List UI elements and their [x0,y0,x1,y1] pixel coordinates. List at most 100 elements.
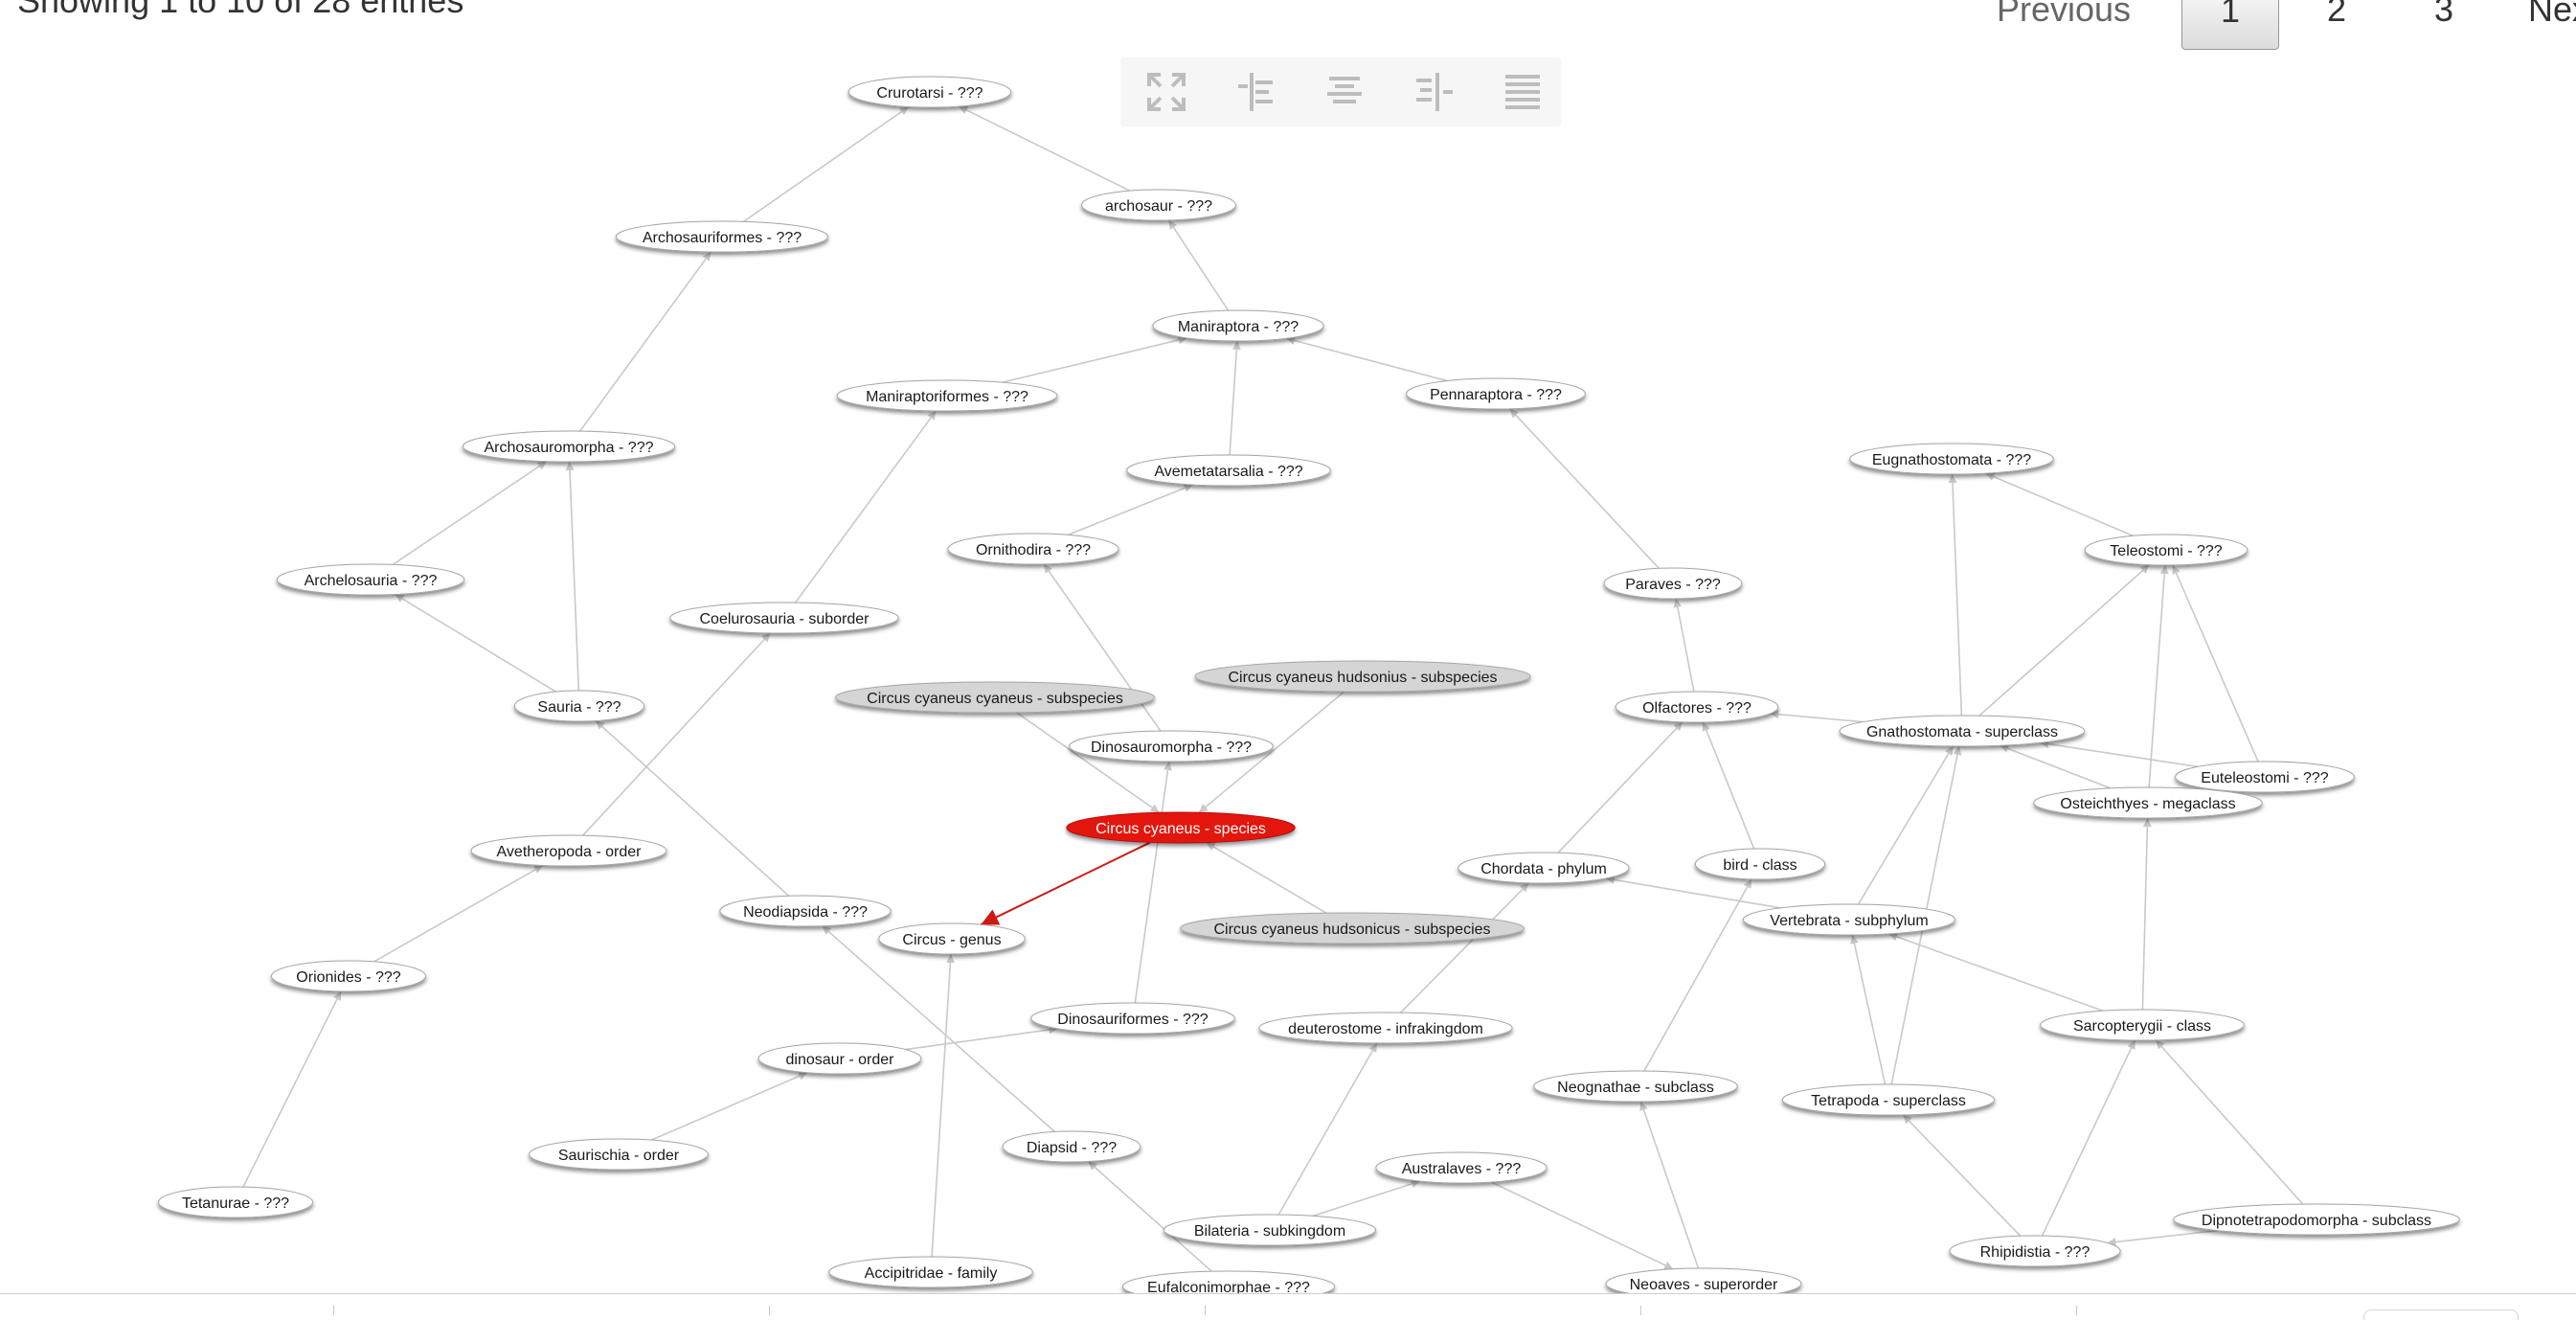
graph-node-label: Circus cyaneus - species [1096,821,1266,837]
align-center-icon[interactable] [1318,65,1371,119]
graph-node-dinosauromorpha[interactable]: Dinosauromorpha - ??? [1069,730,1274,762]
graph-node-avemetatarsalia[interactable]: Avemetatarsalia - ??? [1126,454,1331,487]
graph-node-shape [513,690,645,722]
graph-node-label: dinosaur - order [786,1052,895,1068]
graph-node-shape [1081,189,1236,221]
graph-edge-chordata-to-olfactores [1557,721,1683,853]
graph-node-neognathae[interactable]: Neognathae - subclass [1533,1070,1738,1103]
graph-node-label: Maniraptora - ??? [1178,319,1299,335]
graph-node-diapsid[interactable]: Diapsid - ??? [1002,1130,1141,1163]
graph-node-chordata[interactable]: Chordata - phylum [1457,852,1630,884]
table-control[interactable] [2363,1309,2519,1320]
graph-node-shape [1949,1235,2121,1267]
graph-node-sauria[interactable]: Sauria - ??? [513,690,645,722]
graph-node-shape [615,220,829,253]
graph-node-shape [158,1186,313,1218]
pagination-page-3-button[interactable]: 3 [2433,0,2454,29]
align-justify-icon[interactable] [1496,65,1549,119]
graph-node-shape [836,379,1058,412]
graph-node-label: Archosauriformes - ??? [643,230,802,246]
graph-node-euteleostomi[interactable]: Euteleostomi - ??? [2175,761,2355,793]
graph-node-dipnotetrapodomorpha[interactable]: Dipnotetrapodomorpha - subclass [2173,1203,2460,1236]
graph-edge-australaves-to-neoaves [1490,1181,1674,1270]
graph-node-shape [1406,377,1586,410]
graph-node-tetanurae[interactable]: Tetanurae - ??? [158,1186,313,1218]
graph-node-circus-cyaneus-hudsonius[interactable]: Circus cyaneus hudsonius - subspecies [1194,660,1531,693]
graph-node-neoaves[interactable]: Neoaves - superorder [1605,1267,1802,1295]
graph-node-shape [2175,761,2355,793]
pagination-next-button[interactable]: Next [2528,0,2576,29]
graph-node-sarcopterygii[interactable]: Sarcopterygii - class [2040,1009,2245,1041]
pagination-page-1-button[interactable]: 1 [2181,0,2279,50]
graph-node-dinosauriformes[interactable]: Dinosauriformes - ??? [1030,1002,1235,1035]
graph-node-label: Crurotarsi - ??? [876,85,983,102]
graph-node-shape [1742,903,1956,936]
graph-node-pennaraptora[interactable]: Pennaraptora - ??? [1406,377,1586,410]
graph-edge-circus_cyaneus_hudsonius-to-circus_cyaneus [1198,691,1345,813]
graph-node-label: Avemetatarsalia - ??? [1154,464,1302,480]
graph-node-olfactores[interactable]: Olfactores - ??? [1615,691,1779,723]
graph-node-archosauromorpha[interactable]: Archosauromorpha - ??? [462,430,676,463]
table-info: Showing 1 to 10 of 28 entries [17,0,464,20]
graph-node-tetrapoda[interactable]: Tetrapoda - superclass [1781,1083,1996,1116]
graph-node-australaves[interactable]: Australaves - ??? [1375,1151,1548,1184]
graph-node-crurotarsi[interactable]: Crurotarsi - ??? [847,76,1012,108]
graph-node-vertebrata[interactable]: Vertebrata - subphylum [1742,903,1956,936]
graph-node-circus-cyaneus-hudsonicus[interactable]: Circus cyaneus hudsonicus - subspecies [1180,912,1525,944]
graph-node-dinosaur[interactable]: dinosaur - order [757,1042,922,1075]
graph-node-ornithodira[interactable]: Ornithodira - ??? [947,533,1119,565]
graph-node-circus-cyaneus-cyaneus[interactable]: Circus cyaneus cyaneus - subspecies [835,681,1155,714]
graph-node-bilateria[interactable]: Bilateria - subkingdom [1163,1214,1377,1246]
graph-node-avetheropoda[interactable]: Avetheropoda - order [470,834,667,867]
align-right-icon[interactable] [1407,65,1460,119]
graph-node-neodiapsida[interactable]: Neodiapsida - ??? [719,895,892,927]
graph-node-archosaur[interactable]: archosaur - ??? [1081,189,1236,221]
align-left-icon[interactable] [1229,65,1282,119]
graph-node-osteichthyes[interactable]: Osteichthyes - megaclass [2033,786,2263,819]
graph-node-archosauriformes[interactable]: Archosauriformes - ??? [615,220,829,253]
pagination-page-2-button[interactable]: 2 [2326,0,2347,29]
graph-node-label: Tetanurae - ??? [182,1195,289,1212]
graph-node-shape [2173,1203,2460,1236]
graph-node-gnathostomata[interactable]: Gnathostomata - superclass [1839,715,2086,747]
graph-node-label: Ornithodira - ??? [976,542,1091,558]
graph-node-orionides[interactable]: Orionides - ??? [271,960,426,992]
graph-node-shape [1781,1083,1996,1116]
graph-node-circus-cyaneus[interactable]: Circus cyaneus - species [1066,811,1296,844]
graph-edge-vertebrata-to-gnathostomata [1857,745,1955,905]
graph-node-eufalconimorphae[interactable]: Eufalconimorphae - ??? [1121,1270,1336,1295]
graph-edge-highlight-circus_cyaneus-to-circus [980,841,1151,926]
graph-node-coelurosauria[interactable]: Coelurosauria - suborder [669,602,899,634]
graph-node-accipitridae[interactable]: Accipitridae - family [828,1256,1033,1288]
column-divider [769,1306,770,1315]
graph-node-label: Circus cyaneus cyaneus - subspecies [867,691,1123,707]
pagination-previous-button[interactable]: Previous [1996,0,2132,29]
graph-node-label: Paraves - ??? [1625,577,1721,593]
graph-edge-circus_cyaneus_cyaneus-to-circus_cyaneus [1016,712,1161,813]
graph-node-rhipidistia[interactable]: Rhipidistia - ??? [1949,1235,2121,1267]
graph-edge-neodiapsida-to-sauria [595,719,790,897]
graph-edge-gnathostomata-to-olfactores [1770,710,1864,723]
graph-node-archelosauria[interactable]: Archelosauria - ??? [276,563,465,596]
fullscreen-icon[interactable] [1140,65,1193,119]
graph-node-circus[interactable]: Circus - genus [878,922,1026,955]
graph-edge-osteichthyes-to-teleostomi [2148,564,2169,788]
graph-edge-teleostomi-to-eugnathostomata [1985,472,2134,537]
graph-node-eugnathostomata[interactable]: Eugnathostomata - ??? [1849,443,2054,475]
graph-node-maniraptoriformes[interactable]: Maniraptoriformes - ??? [836,379,1058,412]
graph-node-label: Bilateria - subkingdom [1194,1223,1345,1240]
graph-node-shape [1030,1002,1235,1035]
graph-node-saurischia[interactable]: Saurischia - order [529,1138,709,1171]
graph-node-maniraptora[interactable]: Maniraptora - ??? [1152,309,1324,342]
graph-edge-orionides-to-avetheropoda [373,864,544,963]
graph-node-label: bird - class [1723,857,1796,874]
graph-node-shape [271,960,426,992]
graph-node-shape [1002,1130,1141,1163]
graph-node-paraves[interactable]: Paraves - ??? [1603,567,1743,600]
graph-node-shape [529,1138,709,1171]
graph-node-teleostomi[interactable]: Teleostomi - ??? [2084,534,2248,566]
graph-node-deuterostome[interactable]: deuterostome - infrakingdom [1258,1012,1513,1044]
graph-node-label: Dipnotetrapodomorpha - subclass [2202,1213,2431,1229]
graph-node-bird[interactable]: bird - class [1694,848,1826,880]
